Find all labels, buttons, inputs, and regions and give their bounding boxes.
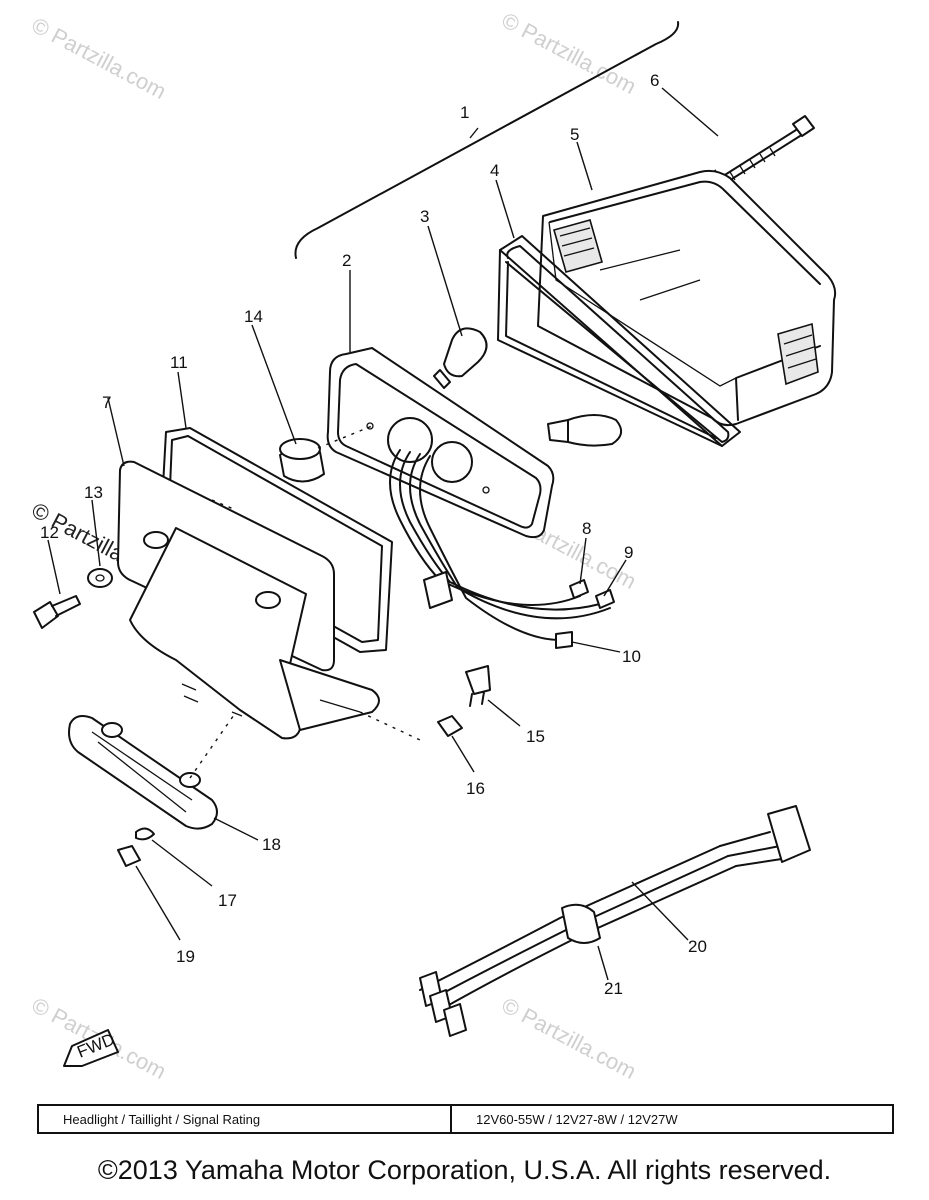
callout-4: 4	[490, 161, 499, 180]
part-washer	[87, 568, 113, 588]
part-license-plate-light	[68, 711, 237, 830]
part-wire-harness	[419, 805, 811, 1037]
part-bulbs	[433, 327, 623, 447]
callout-17: 17	[218, 891, 237, 910]
callout-5: 5	[570, 125, 579, 144]
rating-value: 12V60-55W / 12V27-8W / 12V27W	[476, 1111, 678, 1127]
part-lens-housing	[537, 169, 837, 427]
assembly-bracket	[294, 21, 680, 259]
watermark: © Partzilla.com	[498, 992, 641, 1084]
rating-label: Headlight / Taillight / Signal Rating	[39, 1106, 452, 1132]
callout-20: 20	[688, 937, 707, 956]
part-screw	[33, 595, 81, 629]
part-lamp-body	[117, 460, 380, 740]
callout-21: 21	[604, 979, 623, 998]
exploded-parts-diagram: © Partzilla.com © Partzilla.com © Partzi…	[28, 7, 837, 1084]
callout-19: 19	[176, 947, 195, 966]
part-lens-gasket	[497, 235, 741, 447]
callout-2: 2	[342, 251, 351, 270]
callout-18: 18	[262, 835, 281, 854]
callout-7: 7	[102, 393, 111, 412]
callout-13: 13	[84, 483, 103, 502]
part-lock-washer	[135, 827, 155, 841]
callout-10: 10	[622, 647, 641, 666]
callout-14: 14	[244, 307, 263, 326]
part-spacer	[279, 438, 325, 483]
part-grommet	[561, 903, 601, 944]
callout-16: 16	[466, 779, 485, 798]
watermark: © Partzilla.com	[498, 7, 641, 99]
callout-8: 8	[582, 519, 591, 538]
callout-1: 1	[460, 103, 469, 122]
callout-11: 11	[170, 353, 188, 372]
part-license-bolt	[465, 665, 491, 707]
callout-12: 12	[40, 523, 59, 542]
part-base	[326, 347, 555, 539]
callout-6: 6	[650, 71, 659, 90]
watermark: © Partzilla.com	[28, 12, 171, 104]
part-license-nut	[437, 715, 463, 737]
callouts: 1 2 3 4 5 6 7 8 9 10 11 12 13 14 15 16 1…	[40, 71, 707, 998]
part-bolt	[719, 115, 815, 185]
copyright-notice: ©2013 Yamaha Motor Corporation, U.S.A. A…	[97, 1155, 832, 1185]
part-nut	[117, 845, 141, 867]
callout-15: 15	[526, 727, 545, 746]
part-wiring	[389, 449, 615, 649]
rating-table: Headlight / Taillight / Signal Rating 12…	[37, 1104, 894, 1134]
callout-9: 9	[624, 543, 633, 562]
callout-3: 3	[420, 207, 429, 226]
